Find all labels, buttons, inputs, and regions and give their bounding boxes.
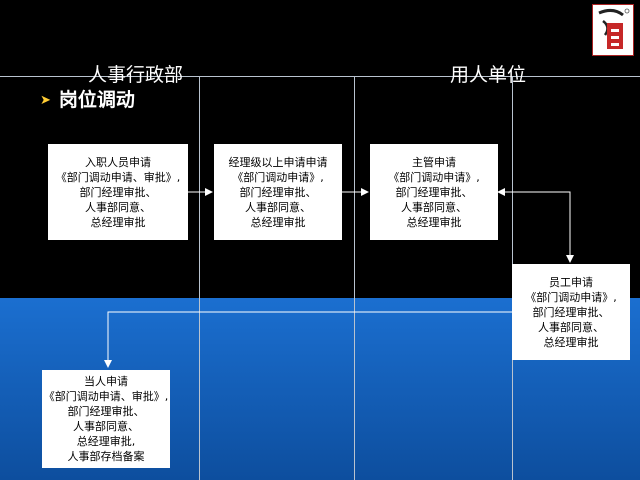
subtitle-text: 岗位调动 [58, 89, 135, 111]
header-user-unit: 用人单位 [450, 64, 527, 86]
box-line: 人事部同意、 [245, 200, 311, 214]
logo [592, 4, 634, 56]
box-line: 人事部同意、 [73, 420, 139, 433]
box-line: 《部门调动申请、审批》, [55, 170, 181, 184]
box-line: 部门经理审批、 [67, 405, 145, 418]
box-line: 总经理审批 [406, 215, 462, 229]
box-line: 《部门调动申请》, [232, 170, 324, 184]
box-line: 经理级以上申请申请 [228, 155, 328, 169]
box-line: 主管申请 [412, 155, 456, 169]
box-line: 人事部同意、 [85, 200, 151, 214]
box-line: 人事部存档备案 [67, 450, 145, 463]
box-individual-request: 当人申请 《部门调动申请、审批》, 部门经理审批、 人事部同意、 总经理审批, … [42, 370, 170, 468]
box-line: 总经理审批, [76, 435, 136, 448]
box-line: 部门经理审批、 [395, 185, 473, 199]
box-line: 总经理审批 [250, 215, 306, 229]
box-new-hire-request: 入职人员申请 《部门调动申请、审批》, 部门经理审批、 人事部同意、 总经理审批 [48, 144, 188, 240]
box-line: 总经理审批 [90, 215, 146, 229]
box-line: 入职人员申请 [85, 155, 151, 169]
box-line: 总经理审批 [543, 335, 599, 349]
arrow-box3-box4 [497, 188, 574, 263]
box-line: 员工申请 [549, 275, 593, 289]
box-line: 《部门调动申请》, [388, 170, 480, 184]
box-line: 《部门调动申请》, [525, 290, 617, 304]
seal-icon [598, 8, 630, 49]
header-hr-admin: 人事行政部 [88, 64, 184, 86]
box-line: 部门经理审批、 [532, 305, 610, 319]
bullet-arrow-icon: ➤ [40, 93, 51, 108]
header-rule [0, 76, 640, 77]
column-divider-1 [199, 76, 200, 480]
box-line: 《部门调动申请、审批》, [43, 390, 169, 403]
column-divider-2 [354, 76, 355, 480]
arrow-box4-to-box5 [104, 311, 512, 368]
box-employee-request: 员工申请 《部门调动申请》, 部门经理审批、 人事部同意、 总经理审批 [512, 264, 630, 360]
box-line: 部门经理审批、 [239, 185, 317, 199]
slide-subtitle: ➤ 岗位调动 [40, 85, 135, 112]
box-line: 当人申请 [84, 375, 128, 388]
box-supervisor-request: 主管申请 《部门调动申请》, 部门经理审批、 人事部同意、 总经理审批 [370, 144, 498, 240]
box-line: 部门经理审批、 [79, 185, 157, 199]
box-line: 人事部同意、 [401, 200, 467, 214]
box-manager-request: 经理级以上申请申请 《部门调动申请》, 部门经理审批、 人事部同意、 总经理审批 [214, 144, 342, 240]
box-line: 人事部同意、 [538, 320, 604, 334]
